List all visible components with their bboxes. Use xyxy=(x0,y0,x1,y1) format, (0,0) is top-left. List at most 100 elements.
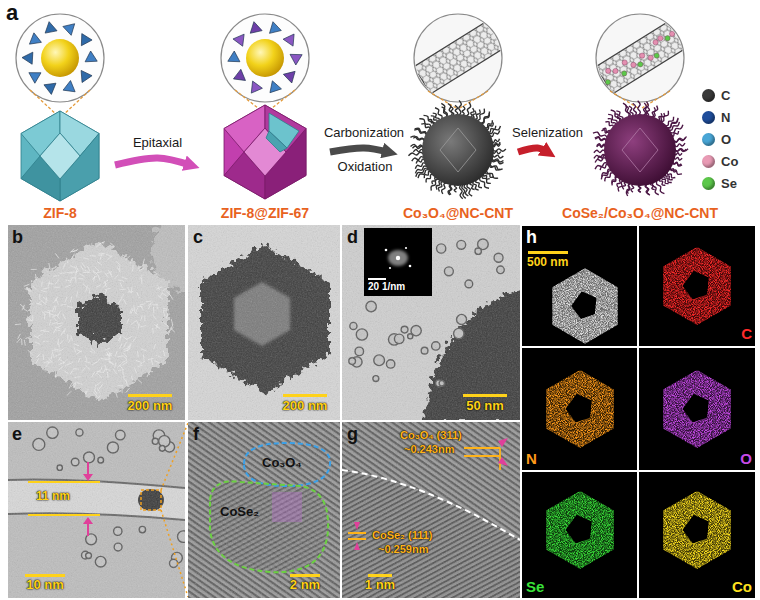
eds-maps xyxy=(663,247,731,325)
tem-image xyxy=(83,517,93,524)
hrtem-image xyxy=(464,448,500,470)
carbon-nanotubes xyxy=(656,180,664,194)
panel-letter: f xyxy=(193,424,199,445)
legend-label: C xyxy=(721,88,730,103)
tem-image xyxy=(396,256,400,260)
cnt-inset xyxy=(400,14,515,103)
tem-image xyxy=(188,225,340,420)
zif8-inset xyxy=(41,39,79,77)
panel-letter: h xyxy=(526,227,537,248)
material-structure: Co₃O₄@NC-CNT xyxy=(398,100,518,222)
eds-maps xyxy=(552,268,617,343)
carbon-nanotubes xyxy=(465,102,470,117)
carbon-nanotubes xyxy=(458,100,461,116)
hrtem-image xyxy=(342,422,520,598)
nanoparticles xyxy=(669,31,674,36)
zif8-polyhedron xyxy=(40,133,80,179)
tem-image xyxy=(87,462,89,476)
eds-maps xyxy=(546,491,614,569)
eds-maps xyxy=(546,370,614,448)
tetrahedra xyxy=(228,22,302,93)
eds-maps xyxy=(522,226,637,346)
tem-image xyxy=(188,225,340,420)
carbon-nanotubes xyxy=(460,184,463,199)
hrtem-image xyxy=(272,492,302,522)
carbon-nanotubes xyxy=(408,100,505,198)
nanoparticles xyxy=(638,62,643,67)
eds-maps xyxy=(663,247,731,325)
carbon-nanotubes xyxy=(441,103,447,118)
material-structure: ZIF-8 xyxy=(5,100,115,222)
tetrahedra xyxy=(251,81,262,93)
hrtem-image xyxy=(368,574,392,577)
panel-letter: e xyxy=(12,424,22,445)
tetrahedra xyxy=(81,70,92,82)
zif67-inset xyxy=(221,14,309,102)
phase-label: CoSe₂ xyxy=(220,505,259,520)
process-step-label: Epitaxial xyxy=(133,136,182,151)
panel-letter: c xyxy=(193,227,203,248)
eds-maps xyxy=(528,251,568,254)
sem-image xyxy=(8,225,185,420)
hrtem-image xyxy=(498,457,508,466)
spacing-label: ~0.259nm xyxy=(378,543,428,556)
tetrahedra xyxy=(233,34,244,46)
structure-label: ZIF-8 xyxy=(43,205,76,222)
cnt-inset xyxy=(582,14,697,103)
hrtem-image xyxy=(244,443,330,486)
legend-swatch xyxy=(702,155,715,168)
tem-image xyxy=(342,225,520,420)
tetrahedra xyxy=(29,73,41,84)
carbon-nanotubes xyxy=(608,114,617,125)
process-arrow xyxy=(518,148,547,152)
panel-letter: g xyxy=(347,424,358,445)
eds-maps xyxy=(639,348,755,470)
tetrahedra xyxy=(85,51,97,62)
eds-maps xyxy=(663,370,731,448)
tem-image xyxy=(342,225,520,420)
zif8-inset xyxy=(16,14,104,102)
nanoparticles xyxy=(653,40,658,45)
tetrahedra xyxy=(270,22,282,34)
tem-image xyxy=(368,278,386,280)
tem-image xyxy=(342,225,520,420)
lattice-plane-label: CoSe₂ (111) xyxy=(372,529,433,542)
hrtem-image xyxy=(354,522,360,530)
dimension-label: 11 nm xyxy=(36,490,70,504)
cnt-covered-particle xyxy=(622,128,658,172)
hrtem-image xyxy=(348,533,366,539)
hrtem-image xyxy=(188,422,340,598)
process-step-label: Carbonization xyxy=(324,126,404,141)
tem-image xyxy=(28,482,100,515)
eds-maps xyxy=(546,491,614,569)
element-label: Co xyxy=(732,578,752,595)
cnt-inset xyxy=(428,91,488,108)
eds-maps xyxy=(663,491,731,569)
scale-bar-label: 200 nm xyxy=(128,399,173,414)
eds-maps xyxy=(522,472,637,598)
carbon-nanotubes xyxy=(652,106,658,118)
carbon-nanotubes xyxy=(415,128,428,135)
cnt-inset xyxy=(582,14,697,103)
cnt-covered-particle xyxy=(604,114,676,186)
carbon-nanotubes xyxy=(593,101,688,196)
nanoparticles xyxy=(606,68,611,73)
hrtem-image xyxy=(498,438,508,447)
carbon-nanotubes xyxy=(492,149,506,151)
spacing-label: ~0.243nm xyxy=(404,443,454,456)
scale-bar-label: 2 nm xyxy=(290,578,320,593)
cnt-covered-particle xyxy=(440,128,476,172)
legend-swatch xyxy=(702,177,715,190)
cnt-inset xyxy=(404,67,431,100)
carbon-nanotubes xyxy=(666,119,678,128)
zif8-polyhedron xyxy=(21,111,99,201)
legend-item: Se xyxy=(702,174,737,192)
scale-bar-label: 20 1/nm xyxy=(368,281,405,293)
legend-item: C xyxy=(702,86,730,104)
legend-item: N xyxy=(702,108,730,126)
nanoparticles xyxy=(658,36,663,41)
tetrahedra xyxy=(290,54,302,65)
carbon-nanotubes xyxy=(479,112,489,124)
